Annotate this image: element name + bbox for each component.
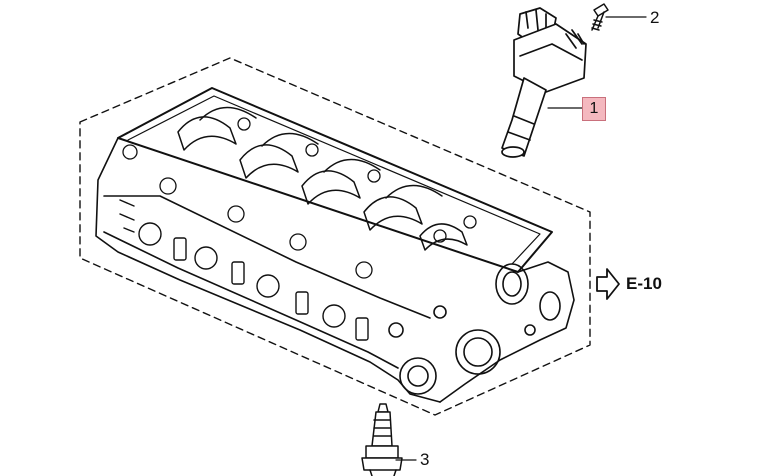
ignition-coil <box>501 7 587 158</box>
callout-1[interactable]: 1 <box>582 97 606 121</box>
callout-3[interactable]: 3 <box>420 450 430 469</box>
timing-end-bosses <box>388 263 561 395</box>
port-openings <box>119 199 369 341</box>
camshaft-bearing-caps <box>177 106 468 251</box>
reference-arrow-icon[interactable] <box>596 268 620 300</box>
spark-plug <box>361 403 403 476</box>
assembly-boundary <box>79 57 591 416</box>
cover-bolt-bosses <box>122 117 477 279</box>
callout-2[interactable]: 2 <box>650 8 660 27</box>
coil-bolt <box>591 3 609 31</box>
reference-label[interactable]: E-10 <box>626 274 662 293</box>
cylinder-head <box>95 87 575 403</box>
